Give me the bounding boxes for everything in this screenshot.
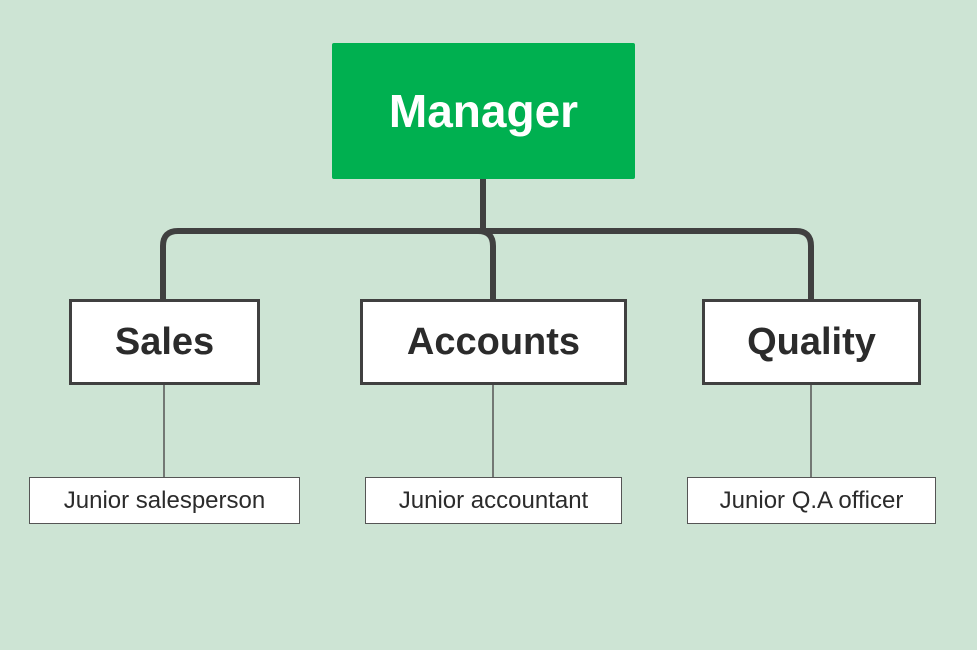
manager-to-departments-connector xyxy=(160,179,814,299)
manager-node: Manager xyxy=(332,43,635,179)
junior-salesperson-label: Junior salesperson xyxy=(63,486,266,514)
manager-label: Manager xyxy=(388,85,579,137)
junior-salesperson-node: Junior salesperson xyxy=(29,477,300,524)
junior-accountant-label: Junior accountant xyxy=(398,486,589,514)
sales-label: Sales xyxy=(114,320,215,363)
junior-qa-officer-node: Junior Q.A officer xyxy=(687,477,936,524)
quality-node: Quality xyxy=(702,299,921,385)
accounts-node: Accounts xyxy=(360,299,627,385)
junior-accountant-node: Junior accountant xyxy=(365,477,622,524)
quality-label: Quality xyxy=(747,320,876,363)
junior-qa-officer-label: Junior Q.A officer xyxy=(719,486,904,514)
accounts-label: Accounts xyxy=(406,320,581,363)
sales-node: Sales xyxy=(69,299,260,385)
